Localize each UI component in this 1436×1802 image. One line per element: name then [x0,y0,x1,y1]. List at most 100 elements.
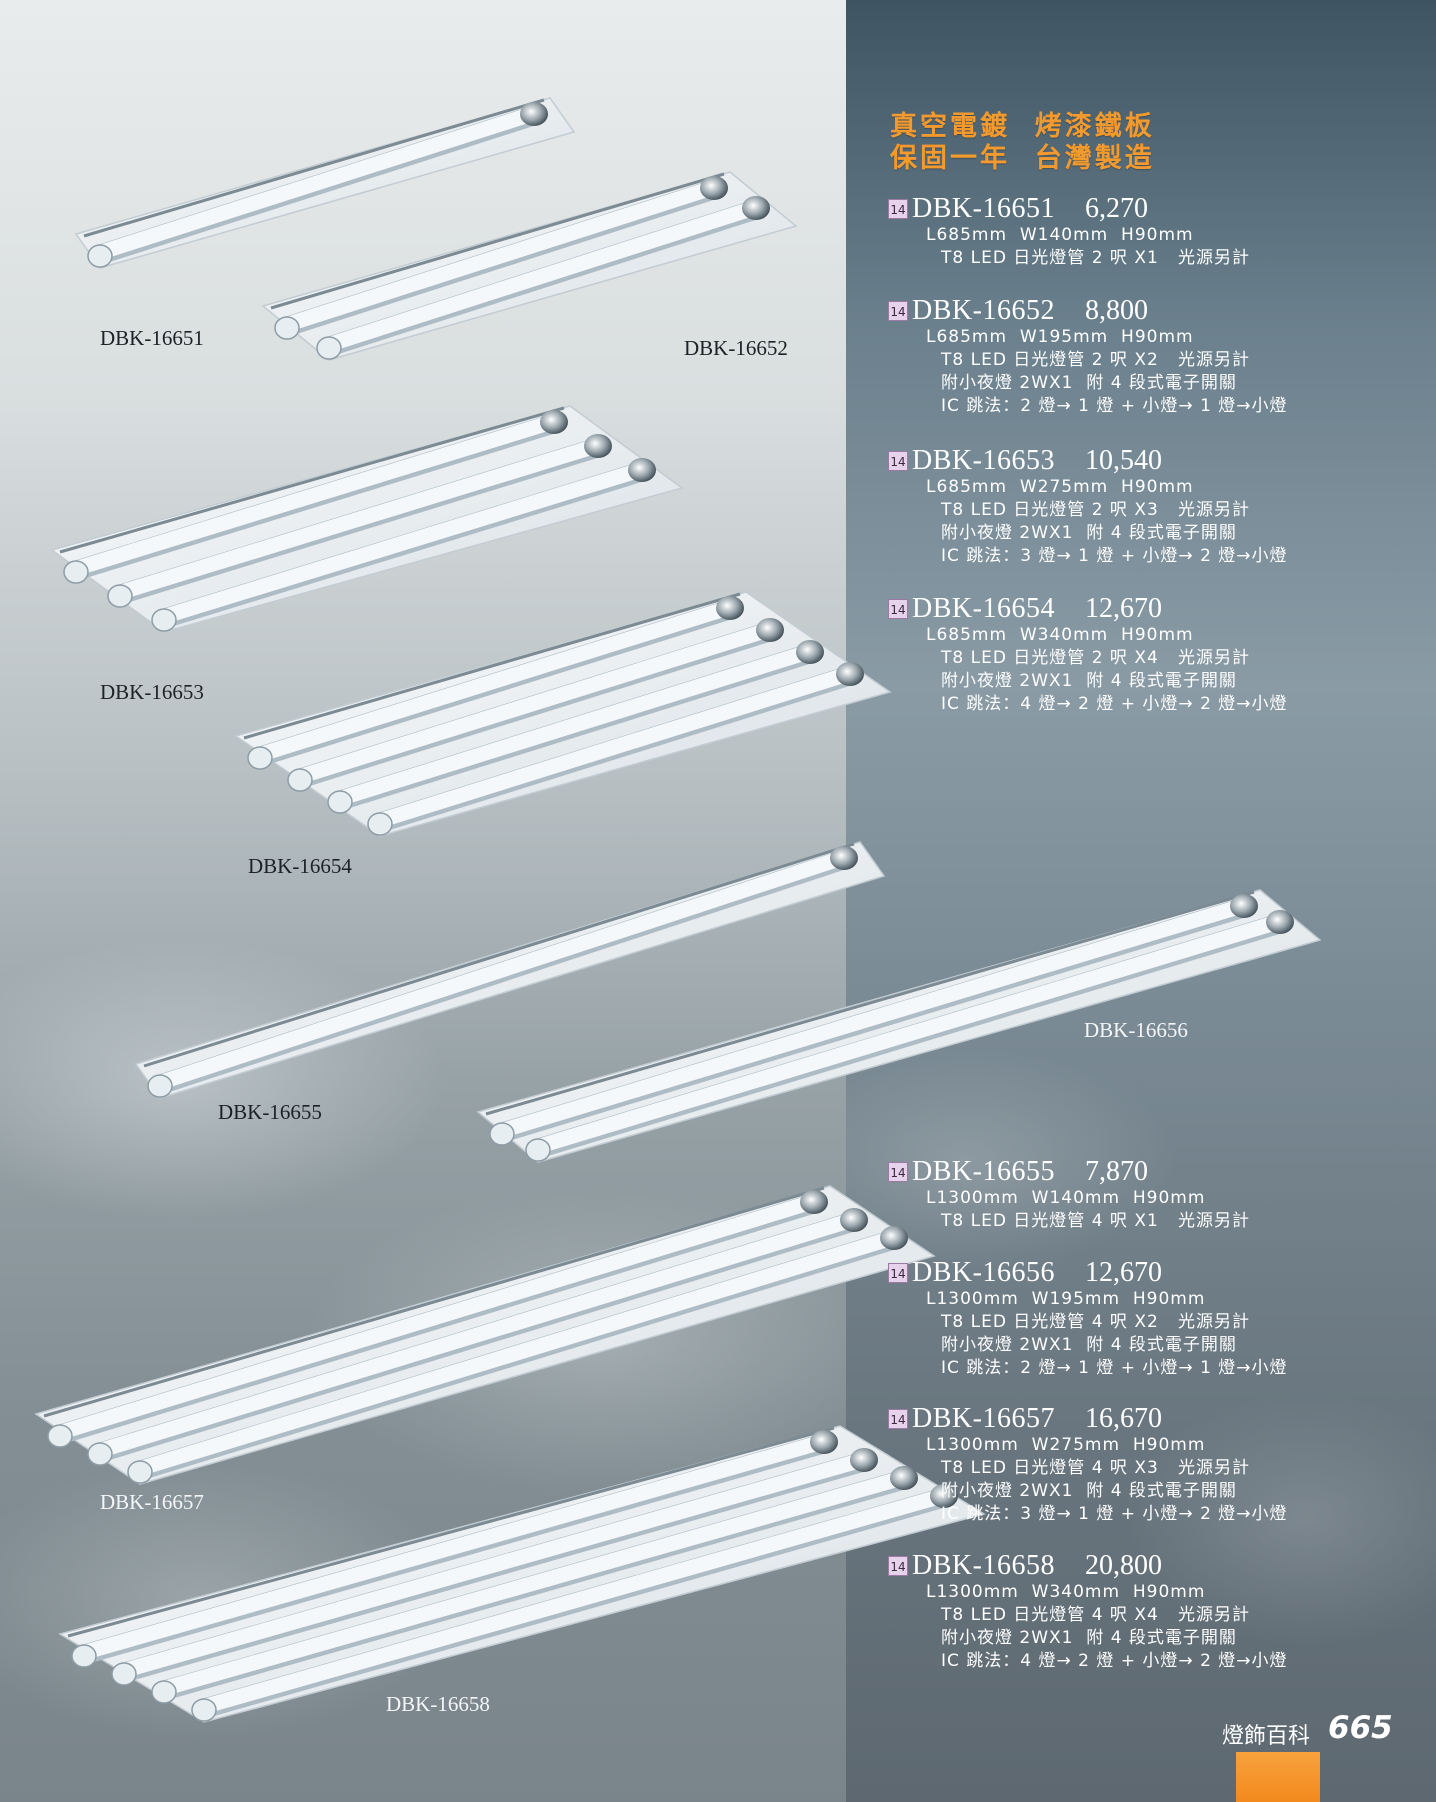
catalog-badge: 14 [888,301,908,321]
fixture-label-16657: DBK-16657 [100,1490,204,1514]
fixture-label-16656: DBK-16656 [1084,1018,1188,1042]
product-dimensions: L685mm W275mm H90mm [926,477,1194,497]
fixture-end-cap [880,1226,908,1250]
fixture-tube [54,1194,820,1440]
fixture-tube [254,600,736,762]
fixture-end-cap [367,812,393,836]
background-right-fog [846,1000,1436,1802]
product-spec-line: T8 LED 日光燈管 4 呎 X1 光源另計 [941,1211,1251,1231]
fixture-label-16652: DBK-16652 [684,336,788,360]
product-code: DBK-16655 [912,1156,1055,1187]
footer-category: 燈飾百科 [1222,1724,1311,1749]
product-spec-line: T8 LED 日光燈管 2 呎 X3 光源另計 [941,500,1251,520]
tagline-line-1: 真空電鍍 烤漆鐵板 [890,111,1155,142]
fixture-end-cap [87,1442,113,1466]
fixture-rail [83,98,545,238]
fixture-end-cap [700,176,728,200]
fixture-end-cap [836,662,864,686]
product-price: 12,670 [1084,593,1162,624]
catalog-badge: 14 [888,451,908,471]
fixture-end-cap [47,1424,73,1448]
catalog-badge: 14 [888,1556,908,1576]
fixture-tube [118,1452,870,1678]
fixture-tube [374,666,856,828]
fixture-tube [158,1470,910,1696]
fixture-end-cap [540,410,568,434]
product-spec-line: 附小夜燈 2WX1 附 4 段式電子開關 [941,671,1237,691]
product-code: DBK-16654 [912,593,1055,624]
product-code: DBK-16657 [912,1403,1055,1434]
fixture-end-cap [327,790,353,814]
fixture-16653 [50,405,684,633]
fixture-end-cap [63,560,89,584]
product-price: 6,270 [1084,193,1148,224]
fixture-rail [485,890,1255,1116]
catalog-badge: 14 [888,599,908,619]
product-dimensions: L1300mm W140mm H90mm [926,1188,1206,1208]
fixture-16654 [234,591,892,837]
product-spec-line: IC 跳法：3 燈→ 1 燈 + 小燈→ 2 燈→小燈 [941,1504,1288,1524]
product-spec-line: 附小夜燈 2WX1 附 4 段式電子開關 [941,373,1237,393]
fixture-end-cap [520,102,548,126]
fixture-label-16658: DBK-16658 [386,1692,490,1716]
fixture-end-cap [107,584,133,608]
fixture-tube [114,438,604,600]
product-price: 10,540 [1084,445,1162,476]
product-spec-line: 附小夜燈 2WX1 附 4 段式電子開關 [941,1628,1237,1648]
fixture-end-cap [316,336,342,360]
product-spec-line: IC 跳法：2 燈→ 1 燈 + 小燈→ 1 燈→小燈 [941,1358,1288,1378]
catalog-badge: 14 [888,199,908,219]
product-spec-line: T8 LED 日光燈管 2 呎 X1 光源另計 [941,248,1251,268]
fixture-end-cap [151,608,177,632]
product-price: 20,800 [1084,1550,1162,1581]
tagline-line-2: 保固一年 台灣製造 [890,143,1155,174]
fixture-end-cap [287,768,313,792]
fixture-plate [261,171,798,361]
product-price: 7,870 [1084,1156,1148,1187]
fixture-end-cap [274,316,300,340]
fixture-tube [334,644,816,806]
product-spec-line: 附小夜燈 2WX1 附 4 段式電子開關 [941,1335,1237,1355]
fixture-tube [294,622,776,784]
fixture-tube [323,200,762,352]
fixture-end-cap [87,244,113,268]
fixture-rail [270,172,725,310]
fixture-16651 [74,97,576,269]
fixture-end-cap [1230,894,1258,918]
fixture-end-cap [111,1662,137,1686]
fixture-end-cap [930,1484,958,1508]
product-dimensions: L1300mm W195mm H90mm [926,1289,1206,1309]
fixture-tube [532,914,1286,1154]
fixture-rail [59,406,565,554]
fixture-end-cap [800,1190,828,1214]
product-dimensions: L685mm W195mm H90mm [926,327,1194,347]
product-spec-line: T8 LED 日光燈管 2 呎 X2 光源另計 [941,350,1251,370]
fixture-end-cap [756,618,784,642]
product-price: 12,670 [1084,1257,1162,1288]
page-number: 665 [1328,1710,1393,1746]
product-spec-line: 附小夜燈 2WX1 附 4 段式電子開關 [941,1481,1237,1501]
fixture-end-cap [151,1680,177,1704]
fixture-end-cap [71,1644,97,1668]
fixture-end-cap [127,1460,153,1484]
fixture-end-cap [830,846,858,870]
fixture-end-cap [1266,910,1294,934]
fixture-rail [243,592,741,740]
product-dimensions: L685mm W140mm H90mm [926,225,1194,245]
fixture-end-cap [247,746,273,770]
fixture-label-16655: DBK-16655 [218,1100,322,1124]
fixture-end-cap [584,434,612,458]
fixture-tube [281,180,720,332]
product-code: DBK-16658 [912,1550,1055,1581]
product-code: DBK-16652 [912,295,1055,326]
footer-color-tab [1236,1752,1320,1802]
fixture-tube [134,1230,900,1476]
